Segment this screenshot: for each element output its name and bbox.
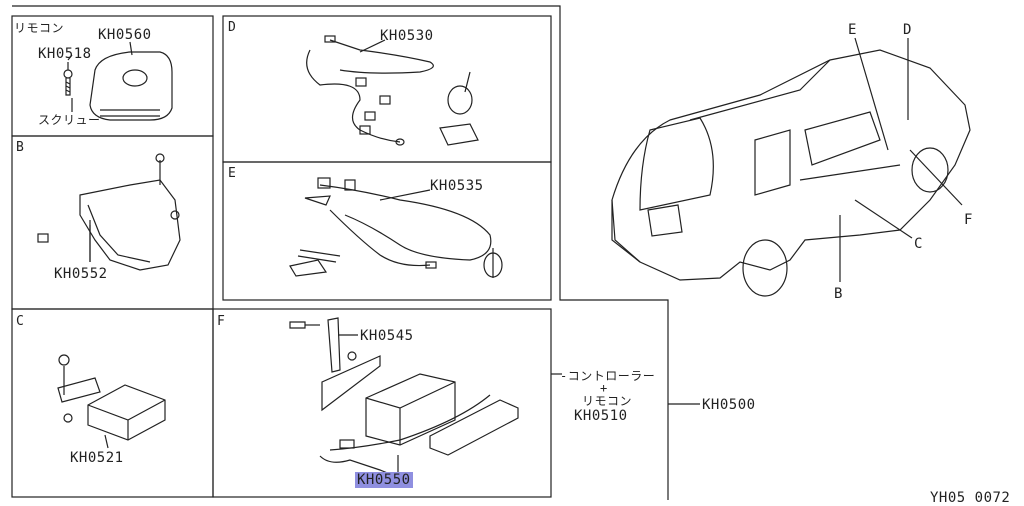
part-kh0552-label[interactable]: KH0552 xyxy=(54,266,108,282)
part-kh0535-label[interactable]: KH0535 xyxy=(430,178,484,194)
panel-f-drawing xyxy=(289,317,519,479)
remote-unit-drawing xyxy=(89,41,173,121)
panel-e-frame xyxy=(222,161,552,301)
remote-title: リモコン xyxy=(14,21,65,35)
leader-lines xyxy=(67,37,963,472)
part-kh0518-label[interactable]: KH0518 xyxy=(38,46,92,62)
panel-c-letter: C xyxy=(16,314,24,329)
screw-label: スクリュー xyxy=(38,113,101,127)
footer-code: YH05 0072 xyxy=(930,490,1011,506)
part-kh0500-label[interactable]: KH0500 xyxy=(702,397,756,413)
part-kh0530-label[interactable]: KH0530 xyxy=(380,28,434,44)
assembly-line1: -コントローラー xyxy=(560,369,656,383)
highlight-box: KH0550 xyxy=(355,472,413,488)
car-callout-b[interactable]: B xyxy=(834,286,843,302)
part-kh0521-label[interactable]: KH0521 xyxy=(70,450,124,466)
panel-b-frame xyxy=(11,135,214,310)
panel-e-letter: E xyxy=(228,166,236,181)
panel-f-letter: F xyxy=(217,314,225,329)
part-kh0560-label[interactable]: KH0560 xyxy=(98,27,152,43)
bracket-b-drawing xyxy=(37,153,181,271)
car-callout-d[interactable]: D xyxy=(903,22,912,38)
harness-d-drawing xyxy=(306,35,479,146)
controller-unit-drawing xyxy=(57,354,166,449)
part-kh0550-label[interactable]: KH0550 xyxy=(355,472,413,488)
panel-b-letter: B xyxy=(16,140,24,155)
panel-d-letter: D xyxy=(228,20,236,35)
panel-f-frame xyxy=(212,308,552,498)
assembly-line3: リモコン xyxy=(582,394,633,408)
car-callout-e[interactable]: E xyxy=(848,22,857,38)
harness-e-drawing xyxy=(289,177,503,278)
part-kh0510-label[interactable]: KH0510 xyxy=(574,408,628,424)
panel-c-frame xyxy=(11,308,214,498)
car-outline-drawing xyxy=(611,49,971,297)
assembly-line2: + xyxy=(600,381,608,395)
screw-drawing xyxy=(63,62,73,112)
group-bracket xyxy=(12,5,669,500)
car-callout-f[interactable]: F xyxy=(964,212,973,228)
car-callout-c[interactable]: C xyxy=(914,236,923,252)
part-kh0545-label[interactable]: KH0545 xyxy=(360,328,414,344)
